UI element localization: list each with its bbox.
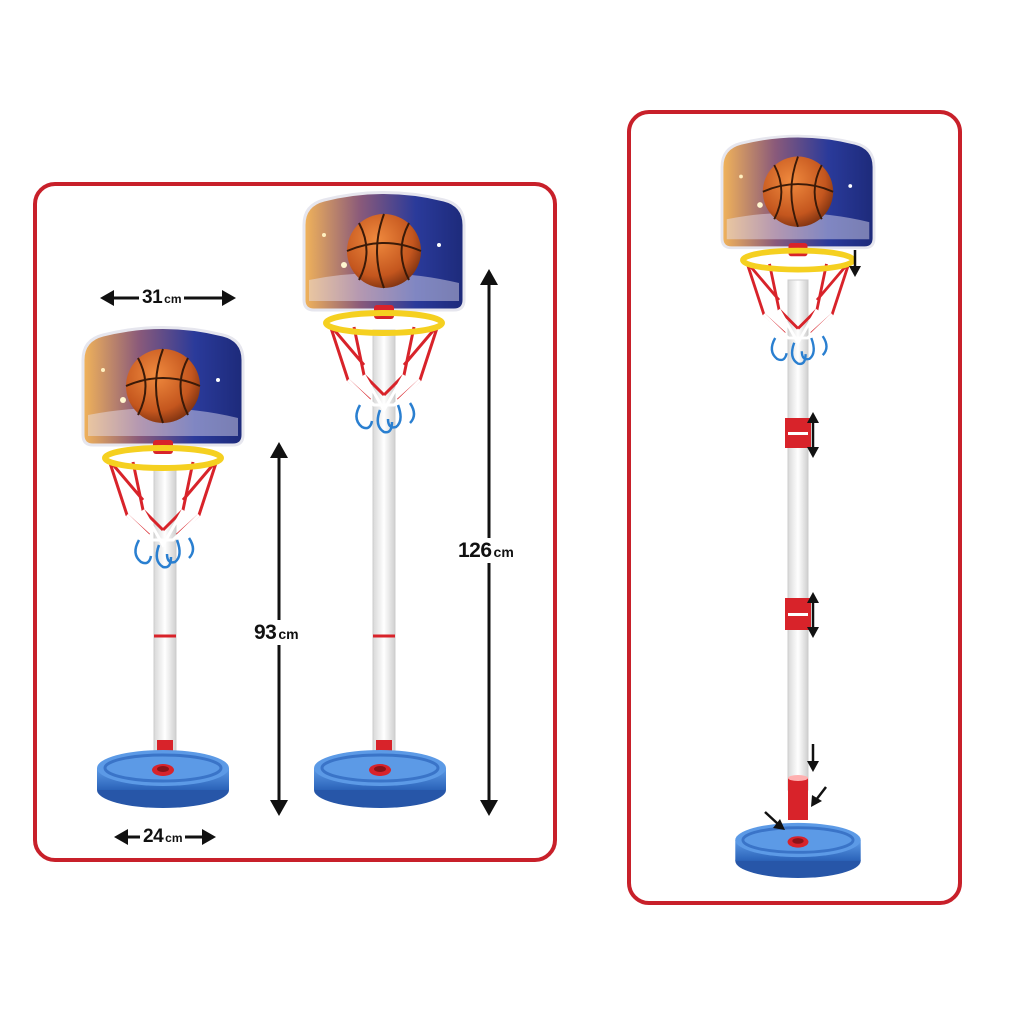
base-width-unit: cm [165, 831, 183, 845]
max-height-value: 126 [458, 539, 492, 562]
assembly-arrows [764, 250, 861, 830]
up-down-arrow-icon [807, 412, 819, 458]
max-height-unit: cm [493, 544, 514, 560]
base-exploded [733, 821, 863, 880]
base-tall [312, 748, 448, 810]
base-socket [788, 778, 808, 820]
left-panel-frame [33, 182, 557, 862]
pole-short [153, 469, 177, 761]
diagonal-arrow-icon [811, 786, 827, 807]
min-height-unit: cm [278, 626, 299, 642]
hoop-tall [304, 193, 464, 810]
min-height-value: 93 [254, 621, 277, 644]
down-arrow-icon [849, 250, 861, 277]
diagonal-arrow-icon [764, 811, 785, 830]
board-width-unit: cm [164, 292, 182, 306]
hoop-short [83, 328, 243, 810]
hoop-exploded [722, 136, 874, 880]
base-short [95, 748, 231, 810]
base-width-value: 24 [143, 826, 164, 847]
up-down-arrow-icon [807, 592, 819, 638]
board-width-value: 31 [142, 287, 163, 308]
down-arrow-icon [807, 744, 819, 772]
